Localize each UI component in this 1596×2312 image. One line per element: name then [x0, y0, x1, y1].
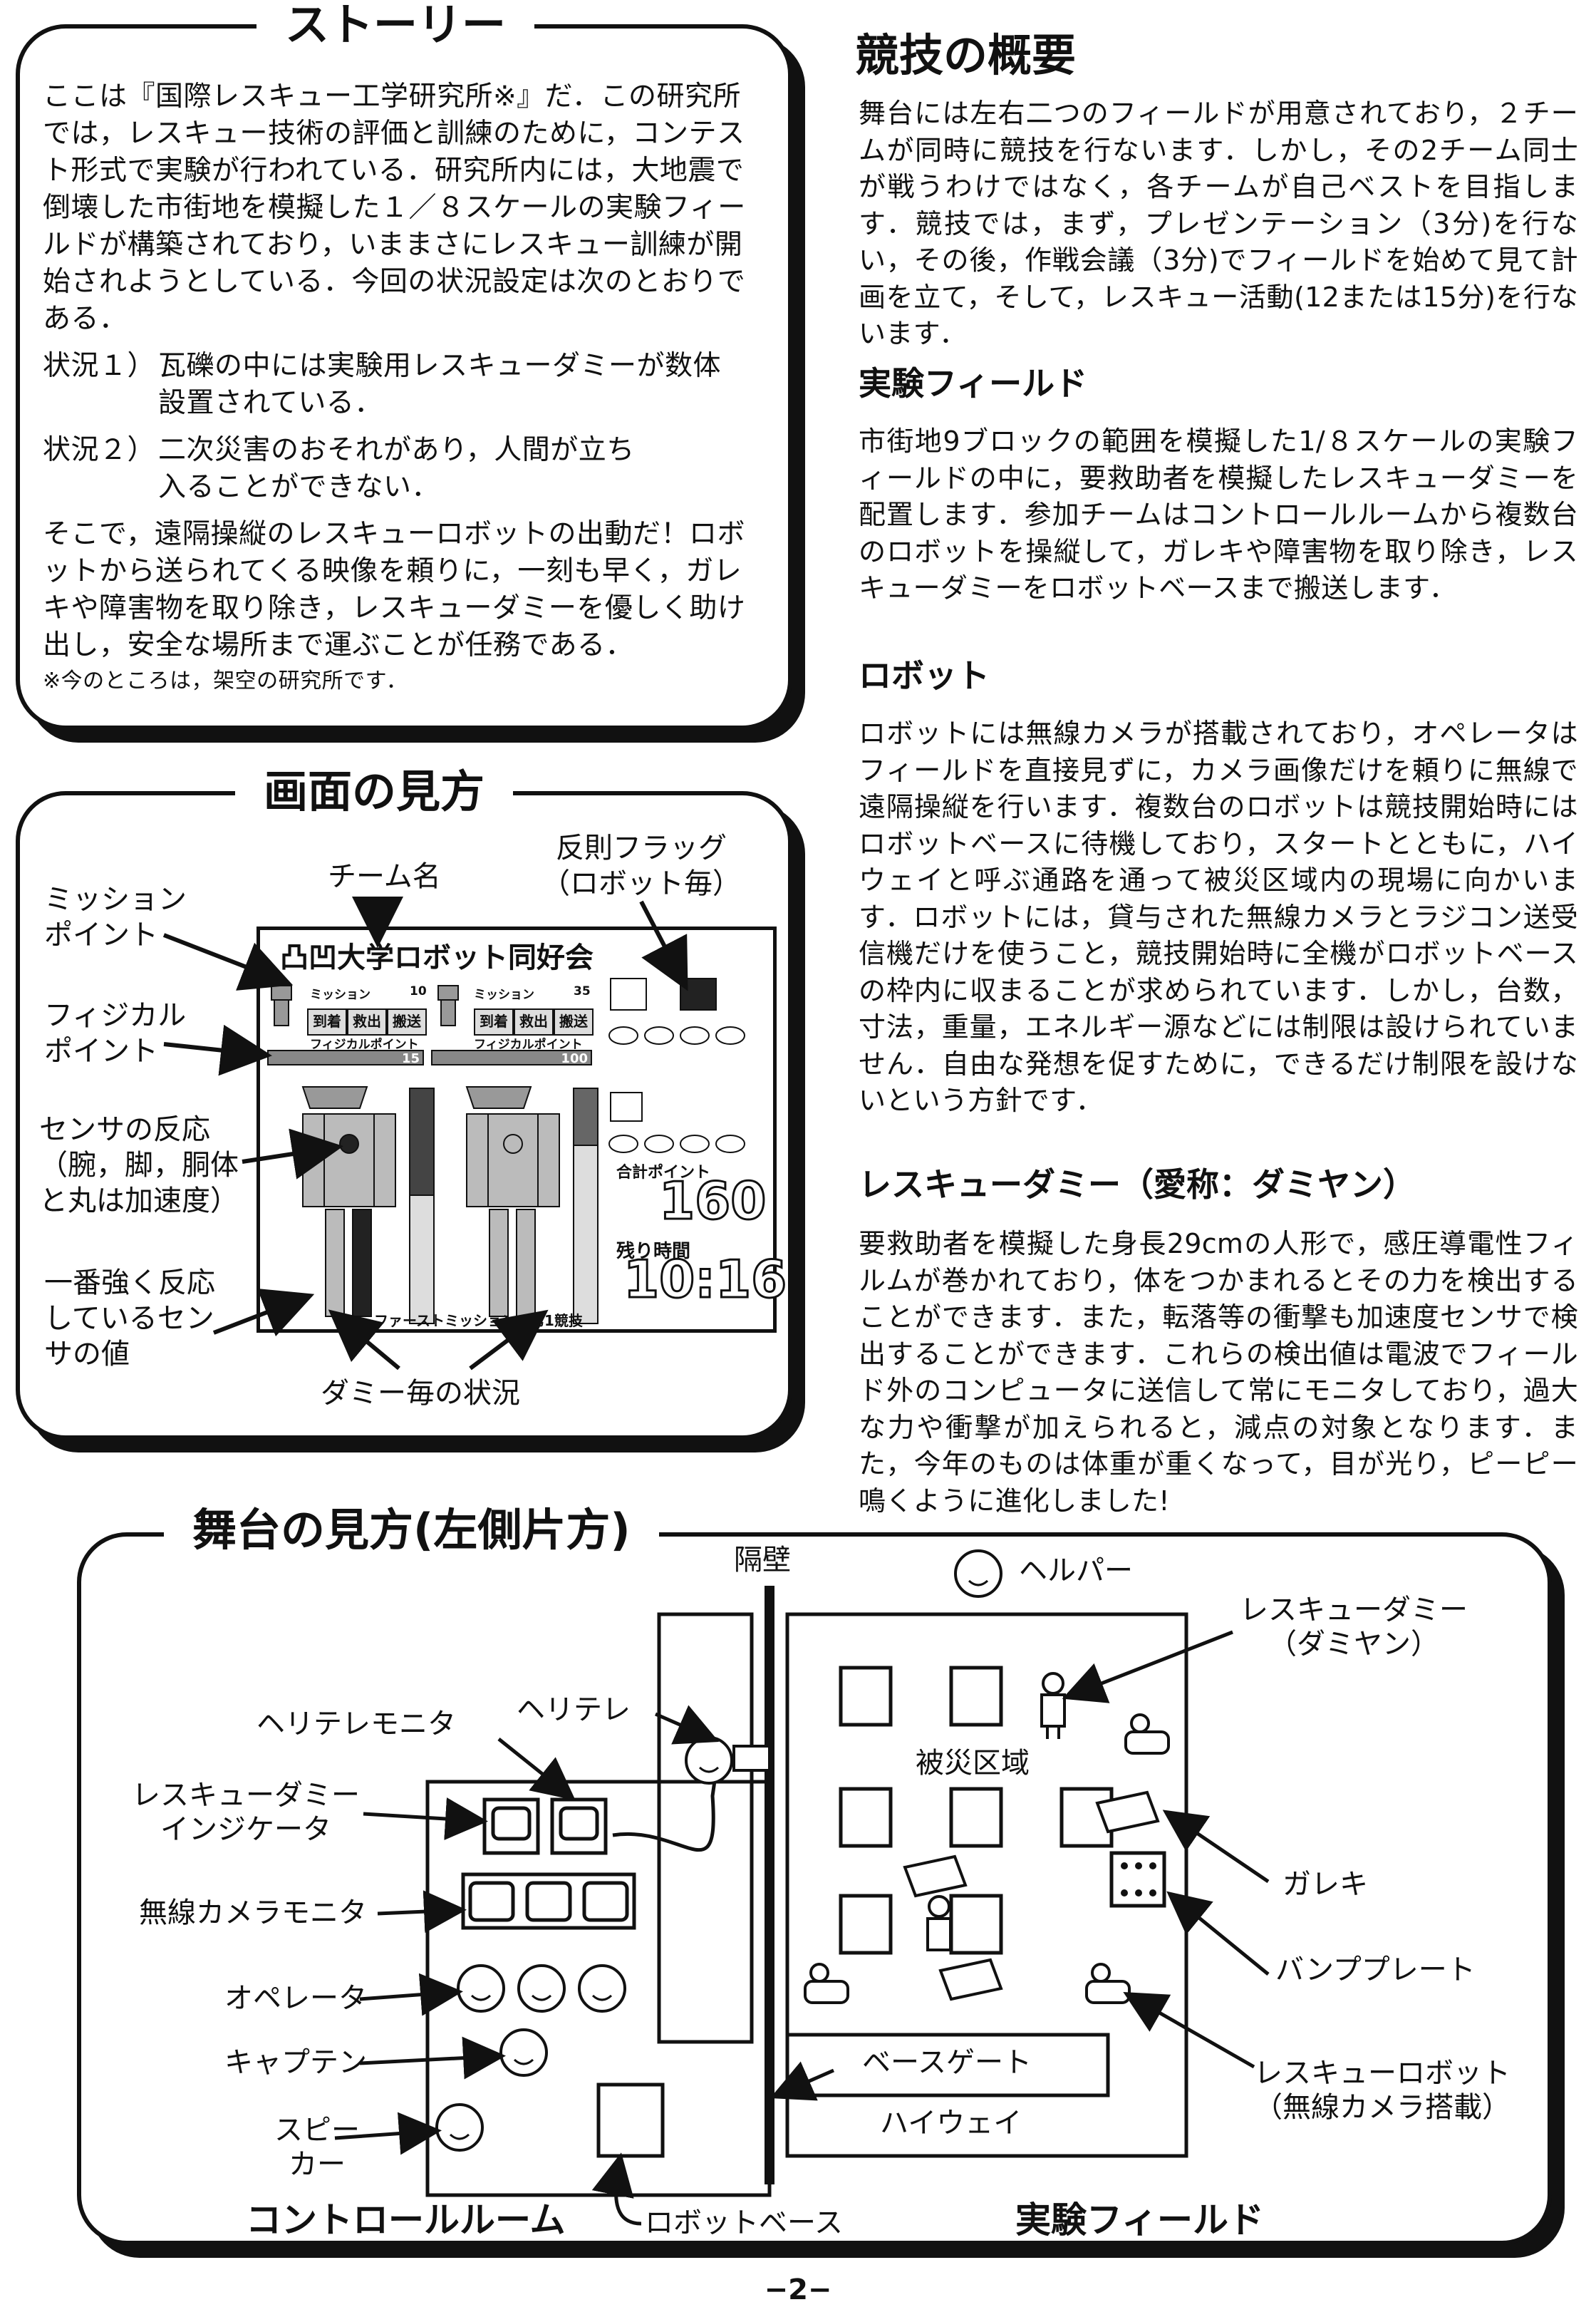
physical-bar-1: 15: [267, 1050, 424, 1066]
screen-team-name: 凸凹大学ロボット同好会: [280, 941, 594, 974]
sensor-meter-1: [409, 1088, 435, 1324]
stage-panel: [77, 1532, 1552, 2245]
face-smiles: [449, 1579, 989, 2140]
field-outline: [785, 1612, 1188, 2158]
step-arrive-1: 到着: [307, 1008, 347, 1036]
mission-value-2: 35: [574, 984, 591, 998]
heli-camera: [732, 1745, 771, 1772]
overview-title: 競技の概要: [855, 29, 1077, 81]
stage-disaster-area-label: 被災区域: [916, 1747, 1030, 1780]
stage-robot-base-label: ロボットベース: [645, 2207, 843, 2239]
dummy-icon-2: [437, 985, 459, 1026]
stage-rubble-label: ガレキ: [1282, 1868, 1368, 1901]
step-carry-2: 搬送: [554, 1008, 594, 1036]
dummy-figure-2: [465, 1086, 560, 1317]
story-intro: ここは『国際レスキュー工学研究所※』だ．この研究所では，レスキュー技術の評価と訓…: [43, 81, 746, 335]
dummy-icons: [926, 1672, 1066, 1951]
robot-title: ロボット: [859, 656, 990, 695]
robot-text: ロボットには無線カメラが搭載されており，オペレータはフィールドを直接見ずに，カメ…: [859, 718, 1578, 1116]
dummy-text: 要救助者を模擬した身長29cmの人形で，感圧導電性フィルムが巻かれており，体をつ…: [859, 1228, 1578, 1517]
field-title: 実験フィールド: [859, 364, 1088, 403]
story-title: ストーリー: [256, 0, 535, 50]
stage-control-room-label: コントロールルーム: [246, 2199, 566, 2241]
stage-field-label: 実験フィールド: [1015, 2199, 1264, 2241]
heli-cable: [612, 1745, 722, 1852]
robot-status-icons: [608, 1026, 745, 1153]
situation-1-text: 瓦礫の中には実験用レスキューダミーが数体設置されている．: [158, 350, 722, 419]
physical-caption-1: フィジカルポイント: [310, 1038, 419, 1052]
stage-speaker-label: スピー カー: [274, 2114, 360, 2181]
remaining-caption: 残り時間: [616, 1241, 691, 1262]
step-rescue-1: 救出: [347, 1008, 387, 1036]
camera-monitors: [461, 1872, 636, 1930]
story-mission: そこで，遠隔操縦のレスキューロボットの出動だ！ロボットから送られてくる映像を頼り…: [43, 518, 746, 661]
stage-highway-label: ハイウェイ: [880, 2107, 1022, 2140]
stage-camera-monitor-label: 無線カメラモニタ: [139, 1896, 367, 1929]
label-physical-point: フィジカル ポイント: [44, 999, 187, 1068]
stage-heli-monitor-label: ヘリテレモニタ: [256, 1708, 456, 1740]
label-strongest: 一番強く反応 しているセン サの値: [44, 1266, 215, 1371]
physical-caption-2: フィジカルポイント: [474, 1038, 583, 1052]
screen-guide-title: 画面の見方: [235, 767, 514, 817]
step-carry-1: 搬送: [387, 1008, 427, 1036]
heli-monitors: [482, 1797, 608, 1855]
stage-dummy-label: レスキューダミー （ダミヤン）: [1240, 1594, 1468, 1661]
stage-rescue-robot-label: レスキューロボット （無線カメラ搭載）: [1254, 2057, 1510, 2124]
screen-graphics: [271, 978, 745, 1324]
label-sensor: センサの反応 （腕，脚，胴体 と丸は加速度）: [39, 1113, 239, 1217]
story-panel: [16, 24, 792, 730]
partition-wall: [765, 1586, 774, 2184]
stage-bump-plate-label: バンププレート: [1275, 1954, 1476, 1986]
total-points: 160: [658, 1171, 767, 1231]
city-blocks: [839, 1666, 1114, 1955]
step-arrive-2: 到着: [474, 1008, 514, 1036]
situation-1: 状況１） 瓦礫の中には実験用レスキューダミーが数体設置されている．: [43, 348, 755, 422]
label-mission-point: ミッション ポイント: [44, 883, 187, 951]
step-rescue-2: 救出: [514, 1008, 554, 1036]
situation-2-label: 状況２）: [43, 434, 156, 466]
stage-operator-label: オペレータ: [224, 1982, 367, 2015]
stage-base-gate-label: ベースゲート: [862, 2046, 1032, 2079]
page-number: −2−: [764, 2274, 832, 2306]
stage-indicator-label: レスキューダミー インジケータ: [132, 1779, 360, 1846]
stage-helper-label: ヘルパー: [1019, 1554, 1133, 1587]
stage-wall-label: 隔壁: [734, 1544, 791, 1576]
stage-title: 舞台の見方(左側片方): [164, 1505, 659, 1555]
rescue-robot-icons: [804, 1713, 1170, 2004]
left-corridor: [657, 1612, 754, 2044]
face-icons: [435, 1549, 1002, 2152]
label-dummy-status: ダミー毎の状況: [321, 1377, 520, 1410]
bump-plate: [1109, 1851, 1166, 1908]
label-team-name: チーム名: [328, 860, 441, 893]
label-foul-flag: 反則フラッグ （ロボット毎）: [542, 832, 741, 900]
situation-2-text: 二次災害のおそれがあり，人間が立ち入ることができない．: [158, 434, 635, 503]
mission-caption-1: ミッション: [310, 988, 370, 1002]
robot-base-box: [596, 2083, 665, 2158]
field-text: 市街地9ブロックの範囲を模擬した1/８スケールの実験フィールドの中に，要救助者を…: [859, 425, 1578, 604]
overview-text: 舞台には左右二つのフィールドが用意されており，２チームが同時に競技を行ないます．…: [859, 98, 1578, 349]
stage-heli-tv-label: ヘリテレ: [517, 1693, 631, 1726]
mission-value-1: 10: [410, 984, 427, 998]
story-text: ここは『国際レスキュー工学研究所※』だ．この研究所では，レスキュー技術の評価と訓…: [43, 78, 755, 696]
sensor-meter-2: [573, 1088, 598, 1324]
total-caption: 合計ポイント: [616, 1164, 711, 1182]
mission-caption-2: ミッション: [474, 988, 534, 1002]
remaining-time: 10:16: [622, 1249, 787, 1309]
stage-captain-label: キャプテン: [224, 2046, 367, 2079]
story-footnote: ※今のところは，架空の研究所です．: [43, 669, 408, 693]
dummy-title: レスキューダミー（愛称：ダミヤン）: [859, 1165, 1416, 1204]
rubble-icons: [903, 1790, 1160, 2001]
situation-2: 状況２） 二次災害のおそれがあり，人間が立ち入ることができない．: [43, 432, 755, 506]
physical-bar-2: 100: [431, 1050, 592, 1066]
situation-1-label: 状況１）: [43, 350, 156, 382]
